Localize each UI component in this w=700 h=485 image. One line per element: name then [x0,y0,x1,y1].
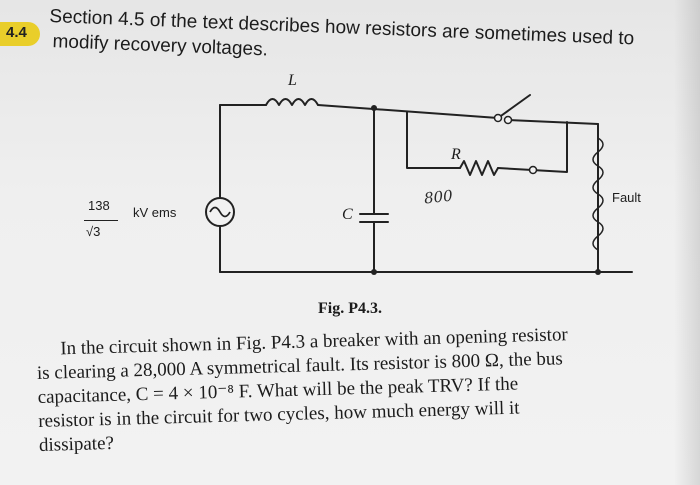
resistor-contact [528,165,538,175]
problem-number-badge: 4.4 [0,22,40,46]
breaker-contact-right [503,115,513,125]
source-voltage-units: kV ems [133,205,177,220]
fault-label: Fault [612,190,641,205]
node-dot-capacitor-bottom [371,269,377,275]
resistor-branch-left [406,111,461,169]
capacitor-label: C [342,206,353,223]
resistor [459,160,499,176]
source-fraction-bar [84,220,118,221]
resistor-branch-right [497,121,568,173]
fault-lightning-symbol [592,137,604,251]
breaker-blade [497,94,531,119]
ac-sine-symbol [209,206,231,218]
handwritten-resistor-note: 800 [423,186,454,208]
inductor-label: L [288,72,297,89]
top-wire-middle [317,104,499,119]
problem-number: 4.4 [6,24,27,41]
breaker-contact-left [493,113,503,123]
page-edge-shadow [674,0,700,485]
figure-caption: Fig. P4.3. [318,300,382,317]
node-dot-capacitor-top [371,105,377,111]
top-wire-right [507,119,599,125]
node-dot-fault-bottom [595,269,601,275]
problem-statement: In the circuit shown in Fig. P4.3 a brea… [36,319,700,458]
source-voltage-denominator: √3 [86,224,101,239]
inductor [265,98,319,106]
resistor-label: R [451,146,461,163]
source-voltage-numerator: 138 [88,198,110,213]
